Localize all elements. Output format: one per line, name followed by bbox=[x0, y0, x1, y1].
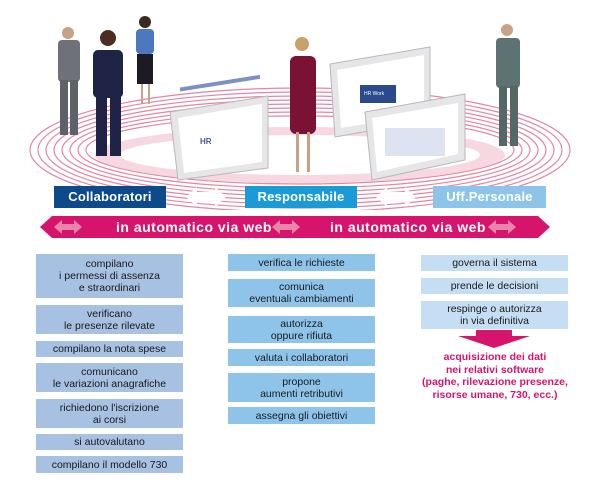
double-arrow-icon bbox=[186, 187, 226, 207]
task-box: assegna gli obiettivi bbox=[228, 407, 375, 424]
person-man-right bbox=[496, 24, 520, 146]
flow-label-left: in automatico via web bbox=[116, 219, 272, 235]
screen-mockup-left: HR bbox=[169, 74, 269, 181]
task-box: verifica le richieste bbox=[228, 254, 375, 271]
svg-text:HR: HR bbox=[200, 137, 212, 146]
task-box: comunica eventuali cambiamenti bbox=[228, 279, 375, 307]
task-box: comunicano le variazioni anagrafiche bbox=[36, 363, 183, 392]
task-box: prende le decisioni bbox=[421, 278, 568, 294]
person-man-left bbox=[58, 27, 80, 135]
screen-logo: HR Work bbox=[364, 91, 385, 97]
illustration-scene: HR HR Work bbox=[29, 16, 571, 210]
task-box: valuta i collaboratori bbox=[228, 349, 375, 366]
task-box: propone aumenti retributivi bbox=[228, 373, 375, 402]
task-box: verificano le presenze rilevate bbox=[36, 305, 183, 334]
flow-label-right: in automatico via web bbox=[330, 219, 486, 235]
task-box: respinge o autorizza in via definitiva bbox=[421, 301, 568, 329]
task-box: compilano il modello 730 bbox=[36, 456, 183, 473]
task-box: autorizza oppure rifiuta bbox=[228, 316, 375, 343]
person-woman-navy bbox=[93, 30, 123, 156]
task-box: richiedono l'iscrizione ai corsi bbox=[36, 399, 183, 428]
role-uff-personale: Uff.Personale bbox=[433, 186, 546, 208]
double-arrow-icon bbox=[376, 187, 416, 207]
down-arrow-icon bbox=[458, 330, 530, 348]
task-box: compilano i permessi di assenza e straor… bbox=[36, 254, 183, 298]
task-box: si autovalutano bbox=[36, 434, 183, 450]
role-collaboratori: Collaboratori bbox=[54, 186, 166, 208]
band-arrow-icons bbox=[54, 220, 516, 234]
flow-band bbox=[40, 216, 550, 238]
screen-mockup-bottom-right bbox=[364, 93, 466, 181]
result-text: acquisizione dei dati nei relativi softw… bbox=[422, 351, 568, 401]
person-woman-center bbox=[290, 37, 316, 172]
task-box: compilano la nota spese bbox=[36, 341, 183, 357]
role-responsabile: Responsabile bbox=[245, 186, 357, 208]
person-woman-blue bbox=[136, 16, 154, 104]
task-box: governa il sistema bbox=[421, 255, 568, 271]
